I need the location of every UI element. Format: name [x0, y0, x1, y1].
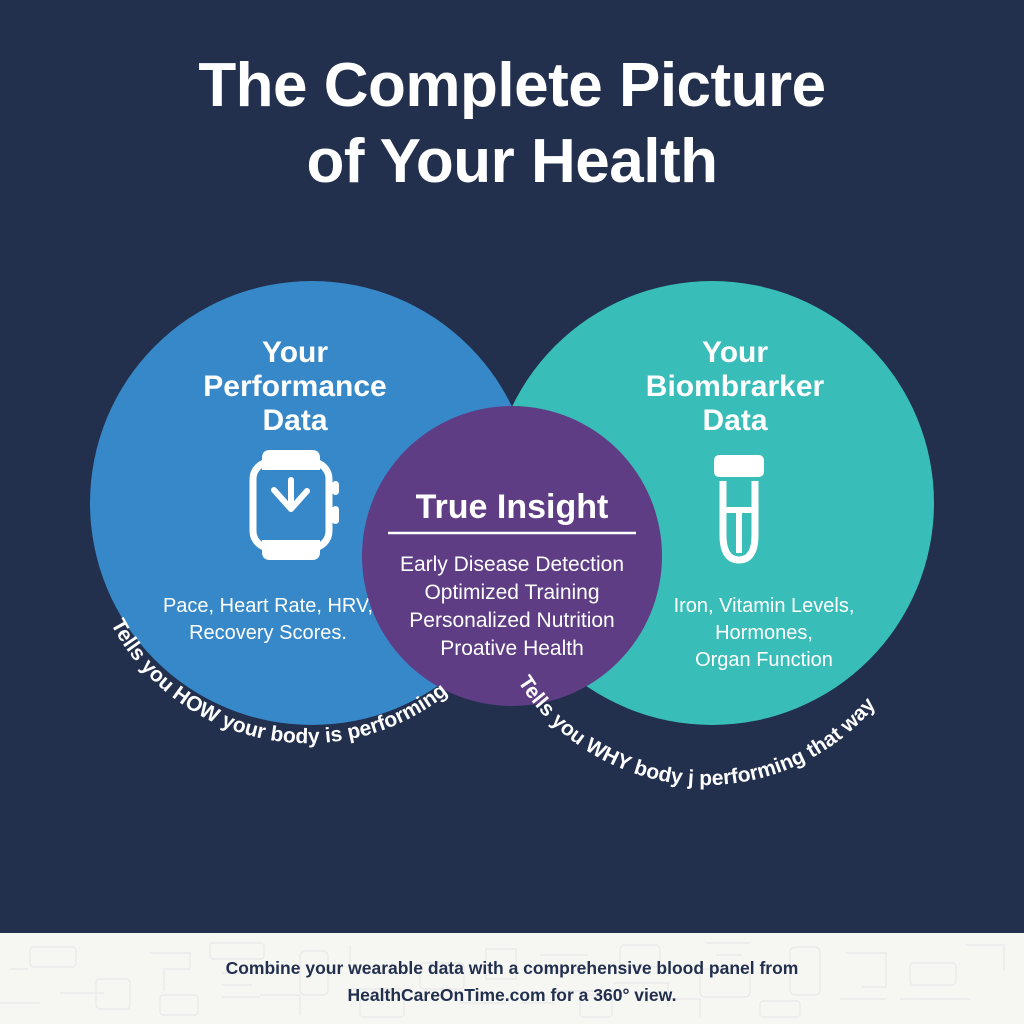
- center-item-1: Early Disease Detection: [400, 553, 624, 576]
- footer-watermark-pattern: [0, 942, 1005, 1018]
- footer-bar: Combine your wearable data with a compre…: [0, 933, 1024, 1024]
- center-circle-group: True Insight Early Disease Detection Opt…: [362, 406, 662, 706]
- left-heading-line-3: Data: [262, 404, 327, 437]
- center-heading: True Insight: [416, 488, 609, 526]
- right-body-line-1: Iron, Vitamin Levels,: [674, 595, 855, 617]
- footer-line-2: HealthCareOnTime.com for a 360° view.: [347, 985, 677, 1005]
- right-body-line-3: Organ Function: [695, 649, 833, 671]
- center-item-2: Optimized Training: [424, 581, 599, 604]
- left-body-line-1: Pace, Heart Rate, HRV,: [163, 595, 373, 617]
- smartwatch-icon: [249, 450, 339, 560]
- left-circle-group: Your Performance Data Pace, Heart Rate, …: [90, 281, 534, 725]
- page-title: The Complete Picture of Your Health: [0, 48, 1024, 200]
- right-heading-line-2: Biombrarker: [646, 370, 825, 403]
- left-heading-line-2: Performance: [203, 370, 386, 403]
- right-heading-line-3: Data: [702, 404, 767, 437]
- test-tube-icon: [714, 455, 764, 564]
- center-item-3: Personalized Nutrition: [409, 609, 614, 632]
- footer-text: Combine your wearable data with a compre…: [0, 955, 1024, 1009]
- center-item-4: Proative Health: [440, 637, 584, 660]
- left-heading-line-1: Your: [262, 336, 328, 369]
- title-line-1: The Complete Picture: [198, 51, 826, 120]
- left-body-line-2: Recovery Scores.: [189, 622, 347, 644]
- title-line-2: of Your Health: [306, 127, 718, 196]
- footer-line-1: Combine your wearable data with a compre…: [225, 958, 799, 978]
- right-body-line-2: Hormones,: [715, 622, 813, 644]
- center-circle-shape: [362, 406, 662, 706]
- right-heading-line-1: Your: [702, 336, 768, 369]
